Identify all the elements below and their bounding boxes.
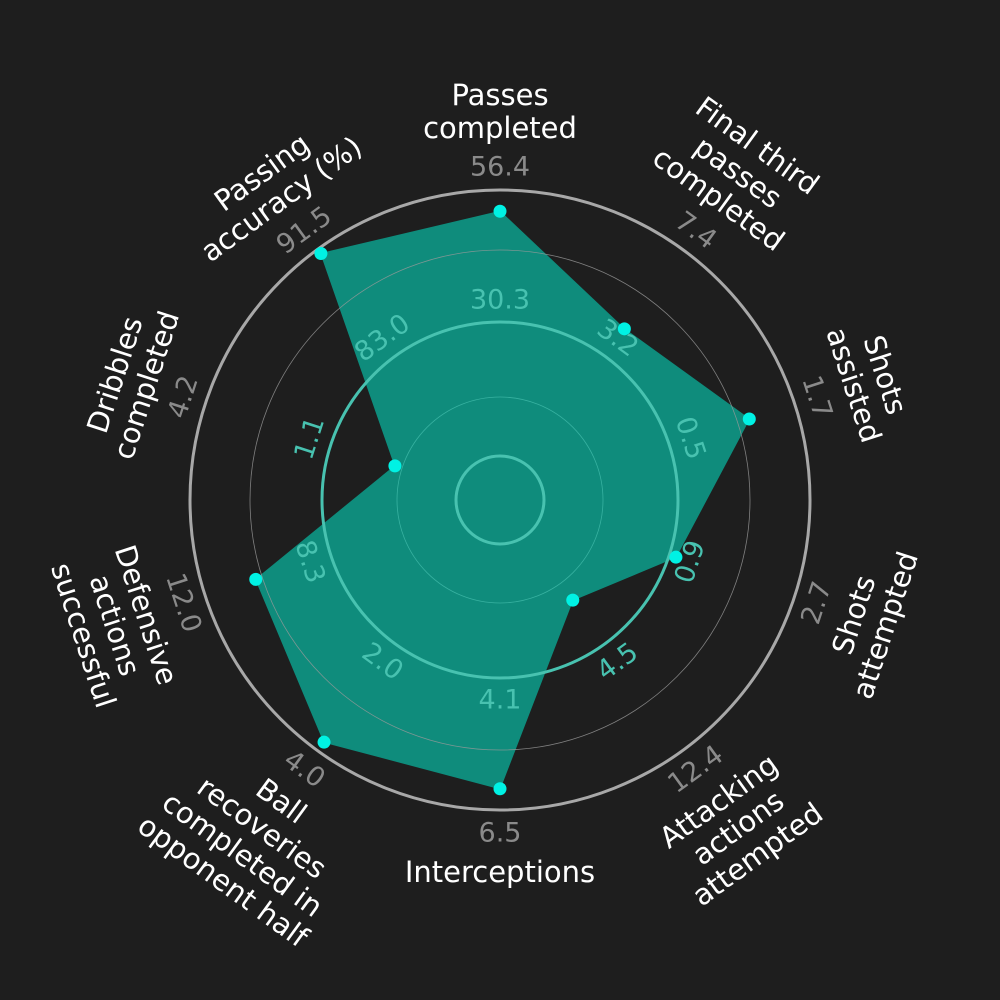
- inner-tick-label: 1.1: [288, 413, 331, 463]
- parameter-label-line: Interceptions: [405, 855, 595, 889]
- value-point: [388, 459, 402, 473]
- grid-ring: [396, 396, 604, 604]
- inner-tick-ring: [320, 320, 680, 680]
- center-ring: [454, 454, 546, 546]
- inner-tick-label: 4.1: [479, 685, 522, 716]
- parameter-label: Defensiveactionssuccessful: [44, 538, 185, 712]
- inner-tick-label: 30.3: [470, 285, 530, 316]
- rings: [188, 188, 812, 812]
- outer-tick-label: 1.7: [795, 372, 838, 422]
- parameter-label-line: Passes: [451, 78, 548, 112]
- value-point: [249, 572, 263, 586]
- parameter-label: Ballrecoveriescompleted inopponent half: [131, 728, 373, 955]
- value-points: [249, 204, 756, 796]
- parameter-label: Interceptions: [405, 855, 595, 889]
- parameter-label-line: completed: [423, 111, 577, 145]
- value-point: [566, 593, 580, 607]
- value-point: [617, 322, 631, 336]
- parameter-label: Shotsassisted: [819, 313, 919, 447]
- value-point: [317, 735, 331, 749]
- outer-tick-label: 2.7: [795, 578, 838, 628]
- parameter-label: Dribblescompleted: [75, 296, 186, 463]
- outer-tick-label: 6.5: [479, 818, 522, 849]
- outer-ring: [188, 188, 812, 812]
- grid-ring: [249, 249, 751, 751]
- parameter-label: Shotsattempted: [814, 537, 925, 703]
- value-point: [493, 204, 507, 218]
- value-point: [314, 247, 328, 261]
- value-point: [742, 412, 756, 426]
- value-point: [493, 782, 507, 796]
- inner-tick-label: 4.5: [591, 637, 644, 687]
- outer-tick-label: 56.4: [470, 152, 530, 183]
- value-point: [669, 550, 683, 564]
- parameter-label: Passingaccuracy (%): [175, 103, 368, 269]
- outer-tick-label: 4.2: [162, 372, 205, 422]
